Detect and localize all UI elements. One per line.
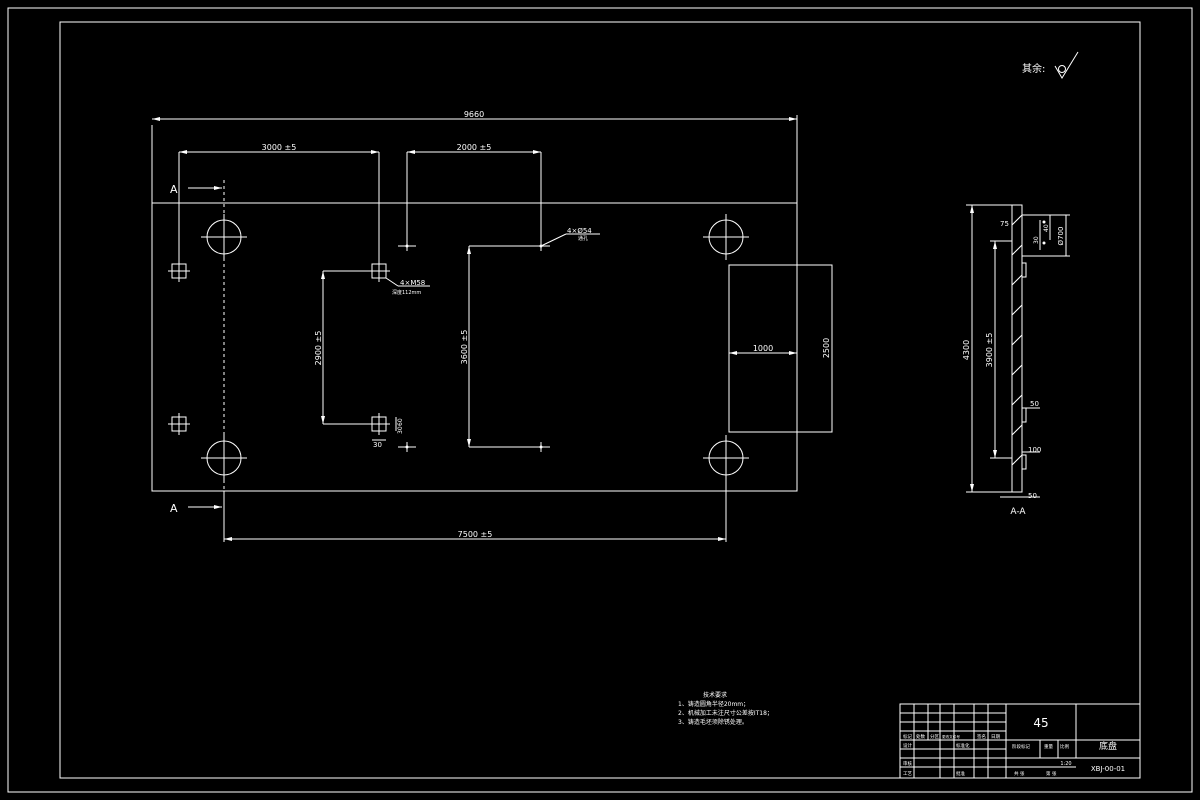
tech-note-item: 1、铸造圆角半径20mm； [678, 700, 749, 708]
row-audit: 审核 [903, 760, 912, 767]
hole-callout: 4×Ø54 [567, 227, 592, 235]
hdr-count: 处数 [916, 733, 925, 740]
through-holes [201, 214, 749, 481]
plan-view: 9660 3000 ±5 2000 ±5 A A [151, 110, 833, 542]
dim-bottom-spacing: 7500 ±5 [458, 530, 493, 539]
center-marks [398, 241, 550, 452]
hdr-mark: 标记 [903, 733, 912, 740]
title-block: 45 底盘 XBJ-00-01 1:20 标记 处数 分区 更改文件号 签名 日… [899, 703, 1141, 779]
scale-value: 1:20 [1060, 761, 1071, 767]
section-view: 4300 3900 ±5 Ø700 40 30 75 50 100 50 A-A [962, 204, 1070, 517]
section-title: A-A [1010, 507, 1026, 517]
dim-square-small-b: 30 [397, 426, 404, 434]
row-approve: 批准 [956, 770, 965, 777]
tech-notes-title: 技术要求 [703, 691, 727, 699]
small-squares [168, 260, 390, 435]
material-label: 45 [1033, 716, 1048, 730]
hdr-doc: 更改文件号 [942, 734, 960, 739]
tech-note-item: 2、机械加工未注尺寸公差按IT18； [678, 709, 773, 717]
part-name: 底盘 [1099, 740, 1117, 752]
dim-small-b: 100 [1028, 446, 1041, 454]
dim-left-height: 2900 ±5 [314, 331, 323, 366]
sheet-total: 共 张 [1014, 770, 1025, 777]
dim-square-small-a: 60 [397, 418, 404, 426]
dim-top-c: 30 [1033, 236, 1040, 244]
dim-mid-spacing: 2000 ±5 [457, 143, 492, 152]
dim-total-width: 9660 [464, 110, 484, 119]
dim-small-c: 50 [1028, 492, 1037, 500]
hdr-zone: 分区 [930, 733, 939, 740]
dim-left-spacing: 3000 ±5 [262, 143, 297, 152]
plate-cutout-outline [728, 264, 833, 433]
hdr-sign: 签名 [977, 733, 986, 740]
sheet-border [7, 7, 1193, 793]
thread-callout: 4×M58 [400, 279, 425, 287]
row-scale: 比例 [1060, 743, 1069, 750]
row-weight: 重量 [1044, 743, 1053, 750]
dim-mid-height: 3600 ±5 [460, 330, 469, 365]
section-outline [1011, 204, 1023, 493]
dim-small-a: 50 [1030, 400, 1039, 408]
roughness-note: 其余: [1022, 51, 1079, 79]
row-std: 标准化 [956, 742, 970, 749]
row-design: 设计 [903, 742, 912, 749]
dim-cut-height: 2500 [822, 338, 831, 358]
hdr-date: 日期 [991, 734, 1000, 740]
row-stage: 阶段标记 [1012, 743, 1030, 750]
dim-top-a: 75 [1000, 220, 1009, 228]
dim-inner-height: 3900 ±5 [985, 333, 994, 368]
section-hatch [1011, 214, 1023, 466]
hole-callout-sub: 通孔 [578, 235, 588, 242]
roughness-circle-icon [1058, 65, 1066, 73]
technical-notes: 技术要求 1、铸造圆角半径20mm； 2、机械加工未注尺寸公差按IT18； 3、… [678, 691, 773, 726]
section-a-bottom-label: A [170, 502, 178, 515]
dim-cut-width: 1000 [753, 344, 773, 353]
section-arrow-top-icon [214, 186, 222, 190]
thread-callout-sub: 深度112mm [392, 289, 421, 296]
dim-diameter: Ø700 [1057, 227, 1065, 246]
dim-top-b: 40 [1043, 224, 1050, 232]
dim-square-side: 30 [373, 441, 382, 449]
sheet-number: 第 张 [1046, 770, 1057, 777]
plate-outline [151, 202, 798, 492]
section-a-top-label: A [170, 183, 178, 196]
row-process: 工艺 [903, 771, 912, 777]
section-arrow-bottom-icon [214, 505, 222, 509]
dim-overall-height: 4300 [962, 340, 971, 360]
roughness-label: 其余: [1022, 62, 1045, 75]
drawing-frame [59, 21, 1141, 779]
drawing-number: XBJ-00-01 [1091, 765, 1125, 773]
roughness-check-icon [1054, 51, 1079, 79]
tech-note-item: 3、铸造毛坯须除锈处理。 [678, 718, 748, 726]
